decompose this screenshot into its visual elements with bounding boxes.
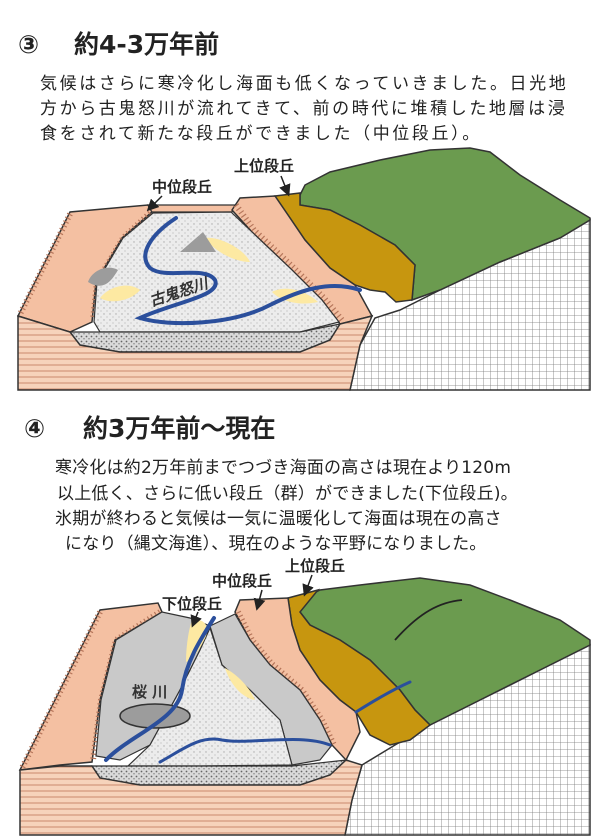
arrow — [279, 175, 291, 197]
label-lower-terrace: 下位段丘 — [162, 595, 222, 613]
label-upper-terrace: 上位段丘 — [285, 557, 345, 575]
arrow — [253, 589, 266, 611]
ridge-line — [394, 599, 463, 641]
sand-deposit — [272, 288, 318, 304]
river — [134, 216, 362, 326]
section-3-text-line: 方から古鬼怒川が流れてきて、前の時代に堆積した地層は浸 — [40, 99, 568, 119]
terrace-diagram-4: 上位段丘 中位段丘 下位段丘 桜 川 — [18, 557, 591, 836]
arrow — [190, 611, 202, 628]
terrace-edge-hatch — [17, 210, 153, 321]
label-middle-terrace: 中位段丘 — [152, 178, 212, 196]
arrow — [146, 195, 163, 212]
terrace-left — [16, 204, 153, 333]
sand-deposit — [205, 237, 250, 262]
sand-deposit — [186, 619, 208, 662]
section-3-text-line: 食をされて新たな段丘ができました（中位段丘）。 — [40, 124, 482, 144]
terrace-edge-hatch — [235, 610, 337, 747]
front-strata — [17, 314, 374, 391]
sand-deposit — [100, 285, 140, 302]
river — [354, 680, 412, 714]
section-4-number: ④ — [24, 414, 46, 443]
terrace-left — [18, 602, 163, 771]
section-4-text-line: 氷期が終わると気候は一気に温暖化して海面は現在の高さ — [55, 509, 502, 529]
section-3-title: 約4-3万年前 — [74, 30, 220, 59]
arrow — [302, 574, 314, 597]
front-strata — [19, 759, 363, 836]
section-4-text-line: 以上低く、さらに低い段丘（群）ができました(下位段丘)。 — [57, 484, 518, 504]
label-river: 桜 川 — [132, 683, 167, 701]
section-3-number: ③ — [18, 30, 40, 59]
terrace-diagram-3: 中位段丘 上位段丘 古鬼怒川 — [16, 147, 591, 391]
sand-deposit — [225, 668, 255, 700]
section-4-text-line: 寒冷化は約2万年前までつづき海面の高さは現在より120m — [55, 458, 512, 478]
section-3-text-line: 気候はさらに寒冷化し海面も低くなっていきました。日光地 — [40, 74, 569, 94]
remnant-hill — [180, 232, 216, 252]
label-middle-terrace: 中位段丘 — [212, 572, 272, 590]
terrace-back — [146, 204, 236, 213]
section-4-text-line: になり（縄文海進）、現在のような平野になりました。 — [65, 534, 487, 554]
remnant-hill — [88, 267, 118, 286]
river — [158, 737, 332, 764]
section-4-title: 約3万年前～現在 — [83, 414, 276, 443]
river — [104, 616, 216, 762]
label-upper-terrace: 上位段丘 — [234, 157, 294, 175]
